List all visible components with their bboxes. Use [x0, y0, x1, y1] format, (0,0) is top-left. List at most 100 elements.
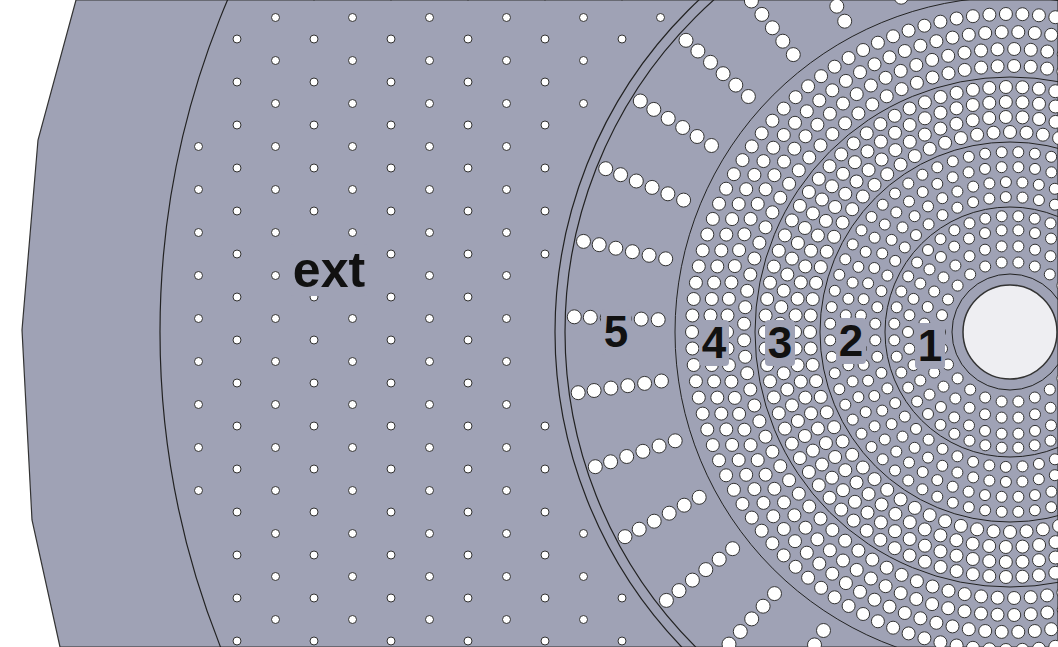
hole	[310, 551, 318, 559]
hole	[999, 111, 1012, 124]
hole	[847, 414, 858, 425]
hole	[464, 121, 472, 129]
region-label: ext	[290, 244, 368, 296]
hole	[964, 251, 975, 262]
hole	[633, 94, 647, 108]
hole	[789, 116, 802, 129]
hole	[1049, 115, 1058, 128]
hole	[791, 237, 804, 250]
hole	[879, 71, 892, 84]
hole	[894, 0, 908, 4]
hole	[1030, 409, 1041, 420]
hole	[1046, 486, 1057, 497]
hole	[464, 379, 472, 387]
hole	[910, 59, 923, 72]
hole	[842, 52, 855, 65]
hole	[942, 49, 955, 62]
hole	[814, 139, 827, 152]
hole	[932, 491, 943, 502]
hole	[808, 638, 822, 647]
hole	[1049, 454, 1058, 465]
hole	[1046, 233, 1057, 244]
hole	[923, 201, 934, 212]
hole	[387, 35, 395, 43]
hole	[820, 245, 833, 258]
hole	[898, 45, 911, 58]
hole	[774, 191, 787, 204]
hole	[1008, 609, 1021, 622]
hole	[980, 228, 991, 239]
hole	[857, 44, 870, 57]
hole	[802, 466, 815, 479]
hole	[869, 421, 880, 432]
hole	[1029, 261, 1040, 272]
hole	[1033, 458, 1044, 469]
hole	[820, 406, 833, 419]
hole	[272, 444, 280, 452]
hole	[930, 35, 943, 48]
hole	[964, 218, 975, 229]
hole	[1045, 251, 1056, 262]
hole	[980, 261, 991, 272]
hole	[310, 336, 318, 344]
hole	[1013, 428, 1024, 439]
hole	[689, 276, 702, 289]
hole	[686, 342, 699, 355]
hole	[349, 315, 357, 323]
hole	[387, 207, 395, 215]
hole	[767, 510, 780, 523]
hole	[954, 132, 967, 145]
hole	[638, 376, 652, 390]
hole	[863, 278, 874, 289]
hole	[894, 158, 907, 171]
hole	[888, 109, 901, 122]
hole	[659, 252, 673, 266]
hole	[785, 437, 798, 450]
hole	[783, 177, 796, 190]
hole	[503, 272, 511, 280]
hole	[910, 575, 923, 588]
hole	[1033, 113, 1046, 126]
hole	[580, 530, 588, 538]
hole	[625, 245, 639, 259]
hole	[764, 375, 777, 388]
hole	[805, 244, 818, 257]
hole	[999, 556, 1012, 569]
hole	[387, 293, 395, 301]
hole	[857, 608, 870, 621]
hole	[620, 450, 634, 464]
hole	[934, 529, 947, 542]
hole	[233, 250, 241, 258]
hole	[738, 317, 751, 330]
hole	[862, 164, 875, 177]
hole	[983, 81, 996, 94]
hole	[908, 150, 921, 163]
hole	[751, 197, 764, 210]
hole	[233, 594, 241, 602]
hole	[882, 383, 893, 394]
hole	[1044, 384, 1055, 395]
hole	[799, 130, 812, 143]
hole	[935, 234, 946, 245]
hole	[792, 164, 805, 177]
hole	[1049, 551, 1058, 564]
hole	[810, 375, 823, 388]
hole	[464, 422, 472, 430]
hole	[604, 455, 618, 469]
hole	[877, 248, 888, 259]
hole	[975, 590, 988, 603]
hole	[877, 454, 888, 465]
hole	[745, 612, 759, 626]
hole	[310, 508, 318, 516]
hole	[903, 135, 916, 148]
hole	[946, 31, 959, 44]
hole	[826, 524, 839, 537]
hole	[310, 422, 318, 430]
hole	[1029, 440, 1040, 451]
hole	[826, 302, 837, 313]
hole	[850, 476, 863, 489]
hole	[1013, 491, 1024, 502]
hole	[759, 221, 772, 234]
hole	[233, 422, 241, 430]
